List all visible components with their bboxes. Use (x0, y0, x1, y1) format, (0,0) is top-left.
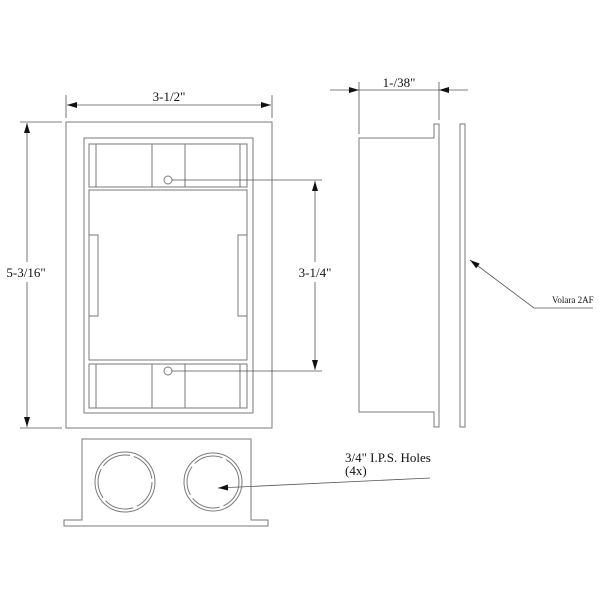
ips-hole-left-icon (94, 451, 156, 513)
depth-dimension-label: 1-/38" (383, 75, 416, 90)
right-slot (237, 234, 248, 317)
holes-count-label: (4x) (345, 463, 367, 478)
center-panel (88, 189, 248, 361)
height-dimension: 5-3/16" (6, 121, 62, 429)
bottom-mounting-hole-icon (163, 366, 173, 376)
inner-frame (83, 137, 254, 414)
ips-hole-left-inner (97, 454, 153, 510)
box-side-profile (358, 123, 440, 428)
gasket-plate (459, 123, 466, 428)
holes-callout: 3/4" I.P.S. Holes (4x) (217, 450, 431, 491)
hole-spacing-dimension: 3-1/4" (172, 179, 332, 372)
hole-spacing-label: 3-1/4" (299, 265, 332, 280)
left-slot (88, 234, 99, 317)
outer-frame (65, 121, 273, 429)
height-dimension-label: 5-3/16" (6, 265, 45, 280)
top-mounting-hole-icon (163, 175, 173, 185)
box-bottom-profile (63, 438, 269, 527)
holes-label: 3/4" I.P.S. Holes (345, 450, 431, 465)
bottom-compartment (88, 363, 248, 409)
gasket-label: Volara 2AF (552, 295, 594, 305)
front-view: 3-1/2" 5-3/16" 3-1/4" (6, 89, 332, 429)
ips-hole-right-inner (186, 455, 240, 509)
ips-hole-right-icon (183, 452, 243, 512)
bottom-view: 3/4" I.P.S. Holes (4x) (63, 438, 431, 527)
width-dimension-label: 3-1/2" (153, 89, 186, 104)
width-dimension: 3-1/2" (65, 89, 273, 118)
depth-dimension: 1-/38" (330, 75, 468, 134)
side-view: 1-/38" Volara 2AF (330, 75, 594, 428)
top-compartment (88, 143, 248, 188)
gasket-callout: Volara 2AF (469, 259, 594, 309)
